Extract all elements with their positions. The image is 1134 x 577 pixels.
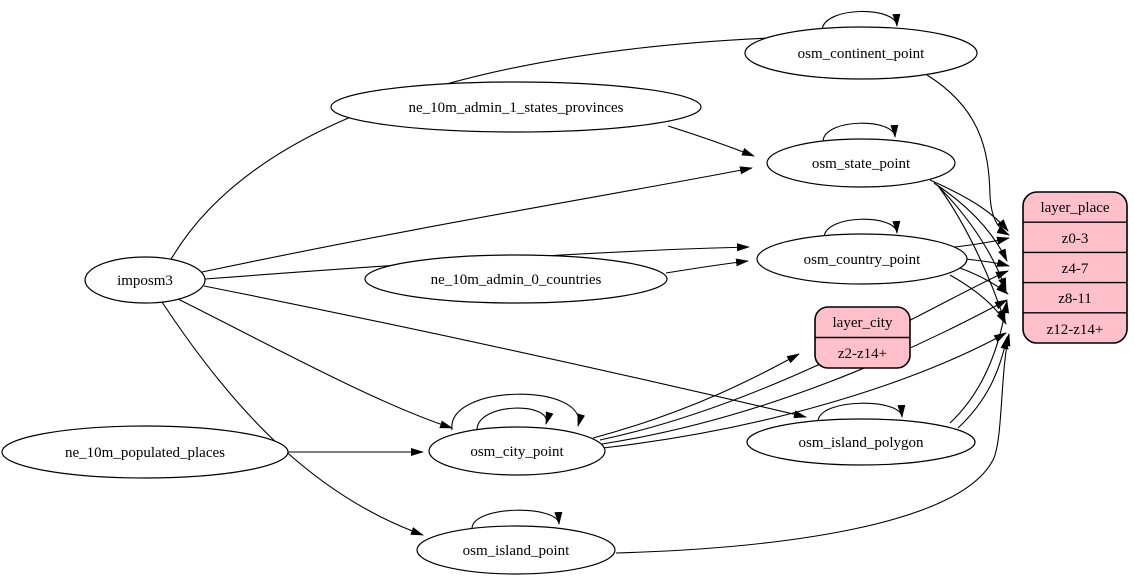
osm-country-point-label: osm_country_point (804, 252, 921, 268)
ne-states-label: ne_10m_admin_1_states_provinces (409, 100, 624, 116)
node-ne-10m-admin-0-countries: ne_10m_admin_0_countries (364, 254, 668, 304)
osm-continent-point-label: osm_continent_point (798, 46, 925, 62)
node-osm-island-point: osm_island_point (416, 525, 616, 575)
edge-osm_country_point-layer_place-z4-7 (965, 258, 1010, 267)
edge-self-loop-inner-osm_city_point (476, 407, 554, 430)
edge-imposm3-osm_state_point (201, 166, 753, 273)
imposm3-shape (84, 256, 206, 304)
imposm3-label: imposm3 (117, 273, 173, 289)
layer-city-row-z2-z14: z2-z14+ (838, 346, 887, 362)
edge-osm_state_point-layer_place-z0-3 (929, 179, 1009, 232)
edge-imposm3-osm_continent_point (169, 33, 795, 262)
edge-osm_country_point-layer_place-z0-3 (954, 236, 1010, 248)
node-osm-island-polygon: osm_island_polygon (746, 418, 976, 466)
node-osm-country-point: osm_country_point (756, 233, 968, 285)
layer-place-shape (1022, 191, 1128, 344)
node-osm-state-point: osm_state_point (766, 138, 956, 188)
edge-osm_island_point-layer_place-z12-z14 (615, 333, 1011, 554)
node-ne-10m-admin-1-states-provinces: ne_10m_admin_1_states_provinces (330, 81, 702, 133)
layer-place-row-z4-7: z4-7 (1062, 261, 1089, 277)
edge-self-loop-osm_country_point (823, 218, 901, 238)
ne-states-shape (330, 81, 702, 133)
edge-imposm3-osm_island_point (161, 301, 424, 536)
edge-self-loop-osm_island_polygon (817, 402, 906, 422)
edge-osm_continent_point-layer_place-z0-3 (926, 74, 1010, 236)
node-layer-place: layer_place z0-3 z4-7 z8-11 z12-z14+ (1022, 191, 1128, 344)
node-osm-city-point: osm_city_point (428, 426, 606, 476)
edge-osm_island_polygon-layer_place-z12-z14 (957, 336, 1009, 429)
edge-imposm3-osm_island_polygon (203, 285, 807, 419)
edges-layer (161, 10, 1011, 554)
osm-state-point-shape (766, 138, 956, 188)
node-layer-city: layer_city z2-z14+ (814, 306, 911, 369)
layer-place-row-z0-3: z0-3 (1062, 231, 1089, 247)
node-ne-10m-populated-places: ne_10m_populated_places (1, 425, 289, 479)
osm-state-point-label: osm_state_point (812, 156, 911, 172)
layer-place-row-z12-z14: z12-z14+ (1047, 322, 1104, 338)
osm-island-point-label: osm_island_point (463, 543, 571, 559)
ne-populated-places-label: ne_10m_populated_places (65, 445, 225, 461)
ne-countries-label: ne_10m_admin_0_countries (431, 272, 602, 288)
edge-imposm3-osm_city_point (177, 298, 453, 429)
node-osm-continent-point: osm_continent_point (744, 26, 978, 80)
osm-island-polygon-label: osm_island_polygon (798, 435, 924, 451)
ne-countries-shape (364, 254, 668, 304)
edge-osm_city_point-layer_city-z2 (592, 353, 800, 439)
osm-continent-point-shape (744, 26, 978, 80)
edge-self-loop-osm_continent_point (821, 10, 901, 31)
node-imposm3: imposm3 (84, 256, 206, 304)
edge-osm_state_point-layer_place-z4-7 (933, 182, 1008, 262)
edge-ne_10m_admin_0_countries-osm_country_point (665, 258, 749, 274)
osm-country-point-shape (756, 233, 968, 285)
edge-osm_city_point-layer_place-z12-z14 (602, 332, 1007, 449)
osm-city-point-label: osm_city_point (470, 444, 564, 460)
layer-place-row-z8-11: z8-11 (1058, 291, 1092, 307)
osm-island-polygon-shape (746, 418, 976, 466)
layer-place-title: layer_place (1040, 200, 1109, 216)
edge-ne_10m_admin_1_states_provinces-osm_state_point (667, 125, 755, 157)
osm-island-point-shape (416, 525, 616, 575)
edge-self-loop-osm_island_point (471, 509, 563, 529)
osm-city-point-shape (428, 426, 606, 476)
edge-osm_city_point-layer_place-z8-11 (601, 299, 1008, 445)
layer-city-title: layer_city (833, 315, 893, 331)
edge-self-loop-outer-osm_city_point (451, 393, 586, 431)
ne-populated-places-shape (1, 425, 289, 479)
edge-osm_city_point-layer_place-z4-7 (599, 270, 1009, 441)
edge-osm_island_polygon-layer_place-z8-11 (949, 300, 1010, 424)
edge-self-loop-osm_state_point (822, 122, 899, 142)
edge-osm_country_point-layer_place-z8-11 (959, 267, 1009, 295)
